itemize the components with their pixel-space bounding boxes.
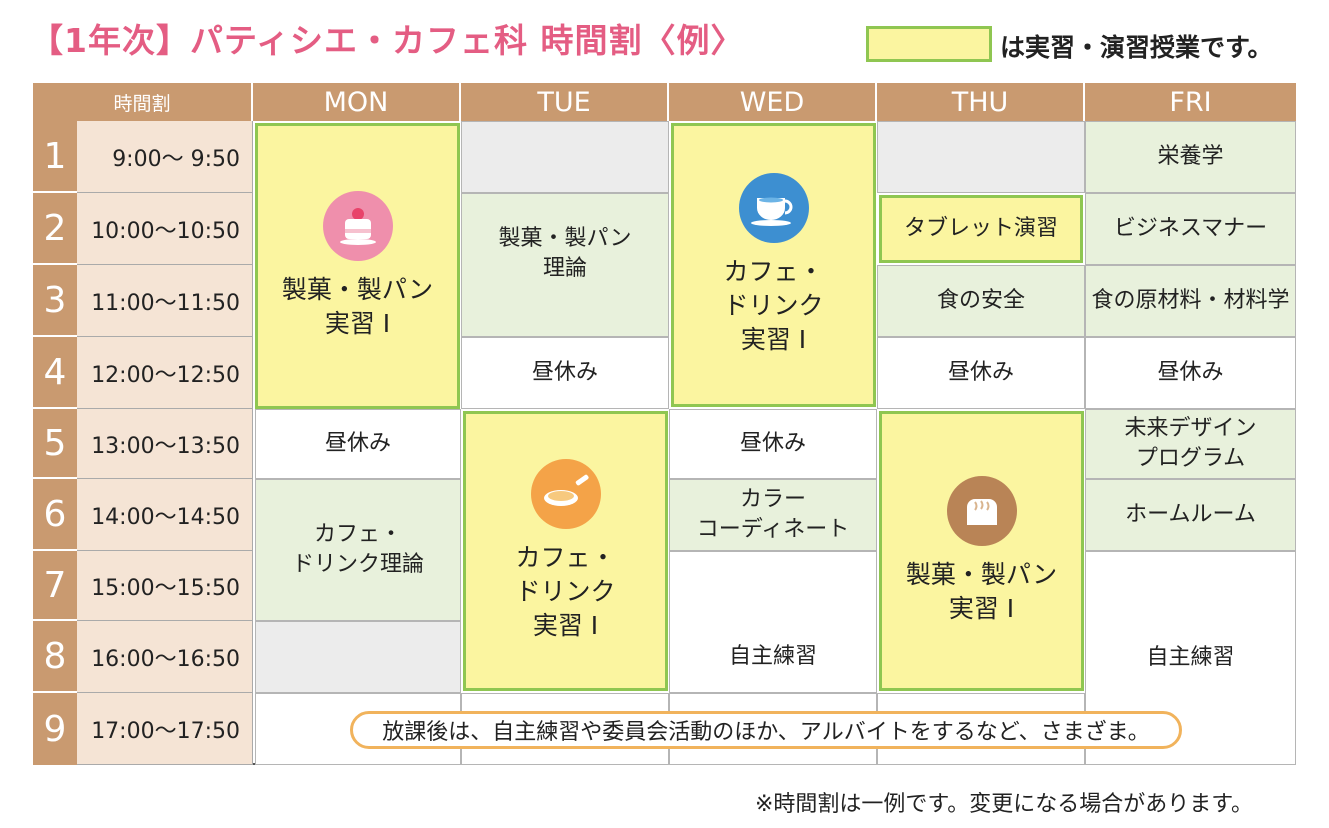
wed-color-coordinate: カラー コーディネート [669,479,877,551]
period-time: 11:00～11:50 [77,265,253,337]
period-number: 1 [33,121,77,193]
fri-food-materials: 食の原材料・材料学 [1085,265,1296,337]
tue-confectionery-theory: 製菓・製パン 理論 [461,193,669,337]
wed-practical-label: カフェ・ ドリンク 実習 Ⅰ [723,257,824,354]
frying-pan-icon [530,459,601,530]
cake-icon [322,191,393,262]
period-time: 10:00～10:50 [77,193,253,265]
fri-nutrition: 栄養学 [1085,121,1296,193]
after-school-note: 放課後は、自主練習や委員会活動のほか、アルバイトをするなど、さまざま。 [350,711,1182,749]
header-thu: THU [877,83,1085,121]
legend-text: は実習・演習授業です。 [1000,33,1273,62]
period-number: 9 [33,693,77,765]
fri-lunch: 昼休み [1085,337,1296,409]
thu-food-safety: 食の安全 [877,265,1085,337]
header-mon: MON [253,83,461,121]
tue-lunch: 昼休み [461,337,669,409]
wed-cafe-practical: カフェ・ ドリンク 実習 Ⅰ [671,123,876,407]
period-time: 12:00～12:50 [77,337,253,409]
mon-lunch: 昼休み [255,409,461,479]
period-number: 2 [33,193,77,265]
timetable: 時間割 MON TUE WED THU FRI 1 9:00～ 9:50 2 1… [33,83,1296,765]
header-time: 時間割 [33,83,253,121]
mon-empty [255,621,461,693]
wed-lunch: 昼休み [669,409,877,479]
thu-tablet-exercise: タブレット演習 [879,195,1083,263]
fri-homeroom: ホームルーム [1085,479,1296,551]
tue-practical-label: カフェ・ ドリンク 実習 Ⅰ [515,543,616,640]
legend-swatch [866,26,992,62]
period-time: 13:00～13:50 [77,409,253,479]
period-time: 17:00～17:50 [77,693,253,765]
period-time: 16:00～16:50 [77,621,253,693]
thu-confectionery-practical: 製菓・製パン 実習 Ⅰ [879,411,1084,691]
header-tue: TUE [461,83,669,121]
period-number: 4 [33,337,77,409]
header-wed: WED [669,83,877,121]
period-number: 3 [33,265,77,337]
thu-practical-label: 製菓・製パン 実習 Ⅰ [905,560,1058,623]
mon-confectionery-practical: 製菓・製パン 実習 Ⅰ [255,123,460,409]
period-number: 8 [33,621,77,693]
thu-lunch: 昼休み [877,337,1085,409]
period-number: 6 [33,479,77,551]
mon-cafe-theory: カフェ・ ドリンク理論 [255,479,461,621]
period-time: 9:00～ 9:50 [77,121,253,193]
wed-self-practice: 自主練習 [669,551,877,693]
fri-business-manners: ビジネスマナー [1085,193,1296,265]
footer-note: ※時間割は一例です。変更になる場合があります。 [755,792,1254,817]
thu-empty [877,121,1085,193]
fri-future-design: 未来デザイン プログラム [1085,409,1296,479]
period-time: 15:00～15:50 [77,551,253,621]
header-fri: FRI [1085,83,1296,121]
period-time: 14:00～14:50 [77,479,253,551]
period-number: 7 [33,551,77,621]
tue-empty [461,121,669,193]
period-number: 5 [33,409,77,479]
bread-icon [946,476,1017,547]
mon-practical-label: 製菓・製パン 実習 Ⅰ [281,275,434,338]
tue-cafe-practical: カフェ・ ドリンク 実習 Ⅰ [463,411,668,691]
page-title: 【1年次】パティシエ・カフェ科 時間割〈例〉 [30,21,745,60]
coffee-cup-icon [738,173,809,244]
